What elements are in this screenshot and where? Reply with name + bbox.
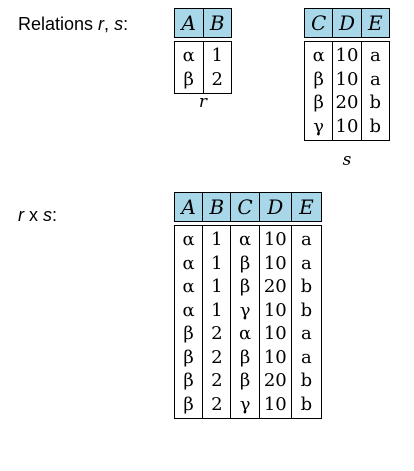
table-cell: 1 <box>211 252 223 274</box>
column-header-d: D <box>258 193 291 221</box>
table-cell: β <box>313 92 324 113</box>
table-cell: β <box>183 370 194 391</box>
table-cell: 2 <box>211 370 223 391</box>
table-cell: 10 <box>335 68 359 90</box>
column-header-c: C <box>230 193 258 221</box>
relations-s: s <box>114 14 124 34</box>
table-cell: β <box>239 346 251 368</box>
table-cell: b <box>369 92 382 113</box>
table-cell: b <box>300 276 313 297</box>
table-cell: β <box>183 393 194 415</box>
relations-sep: , <box>104 14 115 34</box>
table-cell: a <box>301 323 312 344</box>
column-header-e: E <box>360 9 389 37</box>
table-cell: γ <box>239 393 251 415</box>
table-cell: β <box>183 346 194 368</box>
table-cell: β <box>239 370 251 391</box>
table-cell: 10 <box>335 45 359 66</box>
relations-r: r <box>98 14 105 34</box>
table-cell: 1 <box>211 276 223 297</box>
table-cell: α <box>182 276 195 297</box>
table-cell: 2 <box>211 346 223 368</box>
table-cell: 1 <box>211 45 223 66</box>
table-cell: 2 <box>211 393 223 415</box>
table-cell: 10 <box>263 393 287 415</box>
table-cell: 10 <box>335 115 359 137</box>
column-header-b: B <box>202 193 230 221</box>
table-cell: 20 <box>335 92 359 113</box>
table-cell: α <box>182 229 195 250</box>
table-cell: γ <box>313 115 325 137</box>
table-cell: β <box>239 276 251 297</box>
table-cell: b <box>300 299 313 321</box>
table-cell: β <box>183 68 194 90</box>
table-cell: 1 <box>211 299 223 321</box>
table-cell: β <box>313 68 324 90</box>
relations-prefix: Relations <box>18 14 99 34</box>
table-cell: β <box>239 252 251 274</box>
table-cell: α <box>182 299 195 321</box>
table-cell: α <box>312 45 325 66</box>
table-cell: b <box>369 115 382 137</box>
table-cell: α <box>182 45 195 66</box>
column-header-d: D <box>332 9 360 37</box>
table-cell: a <box>369 45 381 66</box>
relations-suffix: : <box>123 14 129 34</box>
relation-r-caption: r <box>198 92 208 112</box>
table-cell: 10 <box>263 252 287 274</box>
table-cell: α <box>239 229 252 250</box>
product-suffix: : <box>52 205 58 225</box>
table-cell: 10 <box>263 299 287 321</box>
table-cell: 2 <box>211 68 223 90</box>
table-cell: 10 <box>263 323 287 344</box>
table-cell: b <box>300 393 313 415</box>
table-cell: γ <box>239 299 251 321</box>
table-cell: 10 <box>263 229 287 250</box>
table-cell: 20 <box>263 276 287 297</box>
product-label: r x s: <box>18 205 57 226</box>
table-cell: 10 <box>263 346 287 368</box>
table-cell: 20 <box>263 370 287 391</box>
column-header-a: A <box>181 11 196 35</box>
table-cell: a <box>301 252 312 274</box>
relation-s-caption: s <box>342 150 352 170</box>
table-cell: a <box>301 346 312 368</box>
table-cell: a <box>369 68 381 90</box>
table-cell: a <box>301 229 312 250</box>
column-header-b: B <box>202 9 232 37</box>
column-header-e: E <box>290 193 321 221</box>
product-op: x <box>24 205 44 225</box>
table-cell: β <box>183 323 194 344</box>
table-cell: b <box>300 370 313 391</box>
relations-label: Relations r, s: <box>18 14 128 35</box>
table-cell: 1 <box>211 229 223 250</box>
column-header-a: A <box>181 195 196 219</box>
table-cell: α <box>239 323 252 344</box>
table-cell: α <box>182 252 195 274</box>
column-header-c: C <box>311 11 327 35</box>
table-cell: 2 <box>211 323 223 344</box>
product-s: s <box>43 205 53 225</box>
product-r: r <box>18 205 24 225</box>
